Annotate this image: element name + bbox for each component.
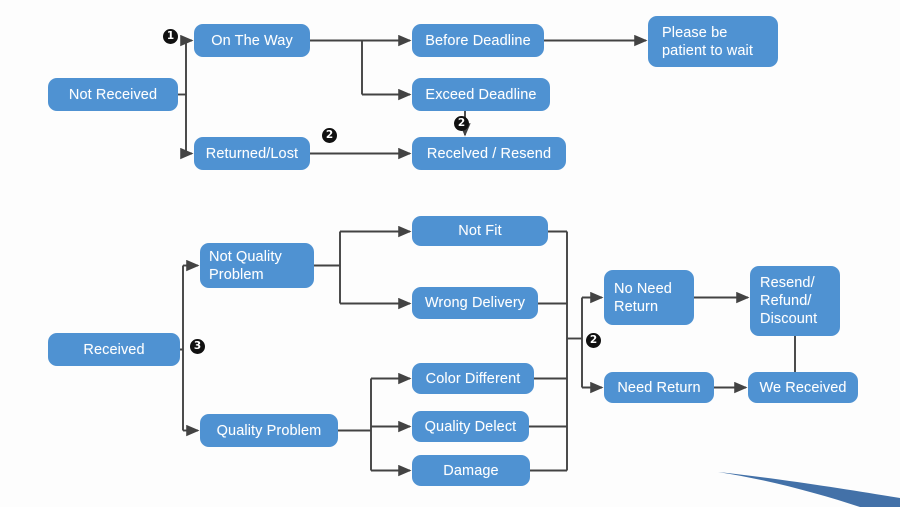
node-color-different[interactable]: Color Different — [412, 363, 534, 394]
node-recelved-resend[interactable]: Recelved / Resend — [412, 137, 566, 170]
node-on-the-way[interactable]: On The Way — [194, 24, 310, 57]
node-wrong-delivery[interactable]: Wrong Delivery — [412, 287, 538, 319]
node-quality-delect[interactable]: Quality Delect — [412, 411, 529, 442]
corner-swoosh-decoration — [718, 472, 900, 507]
step-marker-2-return-split: 2 — [586, 333, 601, 348]
step-marker-2-returned: 2 — [322, 128, 337, 143]
node-please-be-patient[interactable]: Please be patient to wait — [648, 16, 778, 67]
node-we-received[interactable]: We Received — [748, 372, 858, 403]
node-received[interactable]: Received — [48, 333, 180, 366]
node-returned-lost[interactable]: Returned/Lost — [194, 137, 310, 170]
node-quality-problem[interactable]: Quality Problem — [200, 414, 338, 447]
step-marker-1: 1 — [163, 29, 178, 44]
node-damage[interactable]: Damage — [412, 455, 530, 486]
node-resend-refund-discount[interactable]: Resend/ Refund/ Discount — [750, 266, 840, 336]
node-no-need-return[interactable]: No Need Return — [604, 270, 694, 325]
node-not-received[interactable]: Not Received — [48, 78, 178, 111]
node-exceed-deadline[interactable]: Exceed Deadline — [412, 78, 550, 111]
node-need-return[interactable]: Need Return — [604, 372, 714, 403]
step-marker-2-exceed: 2 — [454, 116, 469, 131]
node-not-quality-problem[interactable]: Not Quality Problem — [200, 243, 314, 288]
node-before-deadline[interactable]: Before Deadline — [412, 24, 544, 57]
node-not-fit[interactable]: Not Fit — [412, 216, 548, 246]
step-marker-3: 3 — [190, 339, 205, 354]
